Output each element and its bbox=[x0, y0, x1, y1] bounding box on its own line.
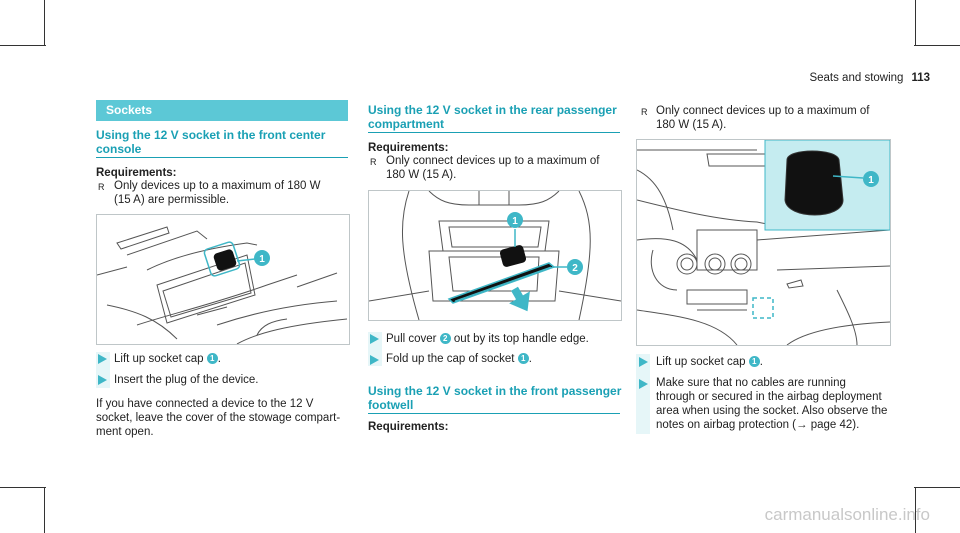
step-2: Fold up the cap of socket 1. bbox=[386, 353, 532, 365]
watermark: carmanualsonline.info bbox=[764, 505, 930, 524]
step-1: Pull cover 2 out by its top handle edge. bbox=[386, 333, 589, 345]
step-1: Lift up socket cap 1. bbox=[114, 353, 221, 365]
callout-marker: 2 bbox=[439, 333, 451, 344]
pull-direction-arrow-icon bbox=[509, 286, 530, 312]
callout-marker: 1 bbox=[748, 356, 760, 367]
step-2: Insert the plug of the device. bbox=[114, 374, 259, 386]
figure-center-console: 1 bbox=[96, 214, 350, 345]
step-arrow-icon bbox=[98, 354, 107, 364]
socket-location-marker bbox=[752, 297, 774, 319]
step-arrow-icon bbox=[370, 334, 379, 344]
heading-rule bbox=[96, 157, 348, 158]
callout-marker: 1 bbox=[206, 353, 218, 364]
step-arrow-icon bbox=[98, 375, 107, 385]
requirements-label: Requirements: bbox=[96, 167, 177, 179]
requirement-item: Only connect devices up to a maximum of … bbox=[656, 105, 870, 131]
col1-heading: Using the 12 V socket in the front cente… bbox=[96, 128, 326, 156]
step-2: Make sure that no cables are running thr… bbox=[656, 377, 888, 431]
step-1: Lift up socket cap 1. bbox=[656, 356, 763, 368]
section-title: Sockets bbox=[106, 103, 153, 117]
page-number: 113 bbox=[911, 72, 930, 84]
step-arrow-icon bbox=[370, 355, 379, 365]
dashboard-illustration: 1 bbox=[637, 140, 890, 345]
section-bar: Sockets bbox=[96, 100, 348, 121]
section-name: Seats and stowing bbox=[809, 72, 904, 84]
col2-heading2: Using the 12 V socket in the front passe… bbox=[368, 384, 622, 412]
rear-compartment-illustration: 1 2 bbox=[369, 191, 621, 320]
figure-front-footwell: 1 bbox=[636, 139, 891, 346]
callout-marker bbox=[507, 212, 523, 228]
svg-text:1: 1 bbox=[868, 175, 874, 186]
figure-rear-compartment: 1 2 bbox=[368, 190, 622, 321]
center-console-illustration: 1 bbox=[97, 226, 348, 344]
callout-marker bbox=[863, 171, 879, 187]
requirements-label: Requirements: bbox=[368, 421, 449, 433]
requirement-item: Only connect devices up to a maximum of … bbox=[386, 155, 600, 181]
note-paragraph: If you have connected a device to the 12… bbox=[96, 398, 341, 438]
running-header: Seats and stowing 113 bbox=[809, 72, 930, 84]
bullet-marker: R bbox=[98, 182, 105, 192]
callout-marker bbox=[567, 259, 583, 275]
bullet-marker: R bbox=[641, 107, 648, 117]
svg-text:1: 1 bbox=[512, 216, 518, 227]
col2-heading: Using the 12 V socket in the rear passen… bbox=[368, 103, 617, 131]
step-arrow-icon bbox=[639, 379, 648, 389]
callout-marker bbox=[254, 250, 270, 266]
heading-rule bbox=[368, 132, 620, 133]
step-arrow-icon bbox=[639, 357, 648, 367]
heading-rule bbox=[368, 413, 620, 414]
requirements-label: Requirements: bbox=[368, 142, 449, 154]
svg-text:2: 2 bbox=[572, 263, 578, 274]
requirement-item: Only devices up to a maximum of 180 W (1… bbox=[114, 180, 321, 206]
callout-marker: 1 bbox=[517, 353, 529, 364]
svg-text:1: 1 bbox=[259, 254, 265, 265]
bullet-marker: R bbox=[370, 157, 377, 167]
step-bar bbox=[636, 354, 650, 434]
